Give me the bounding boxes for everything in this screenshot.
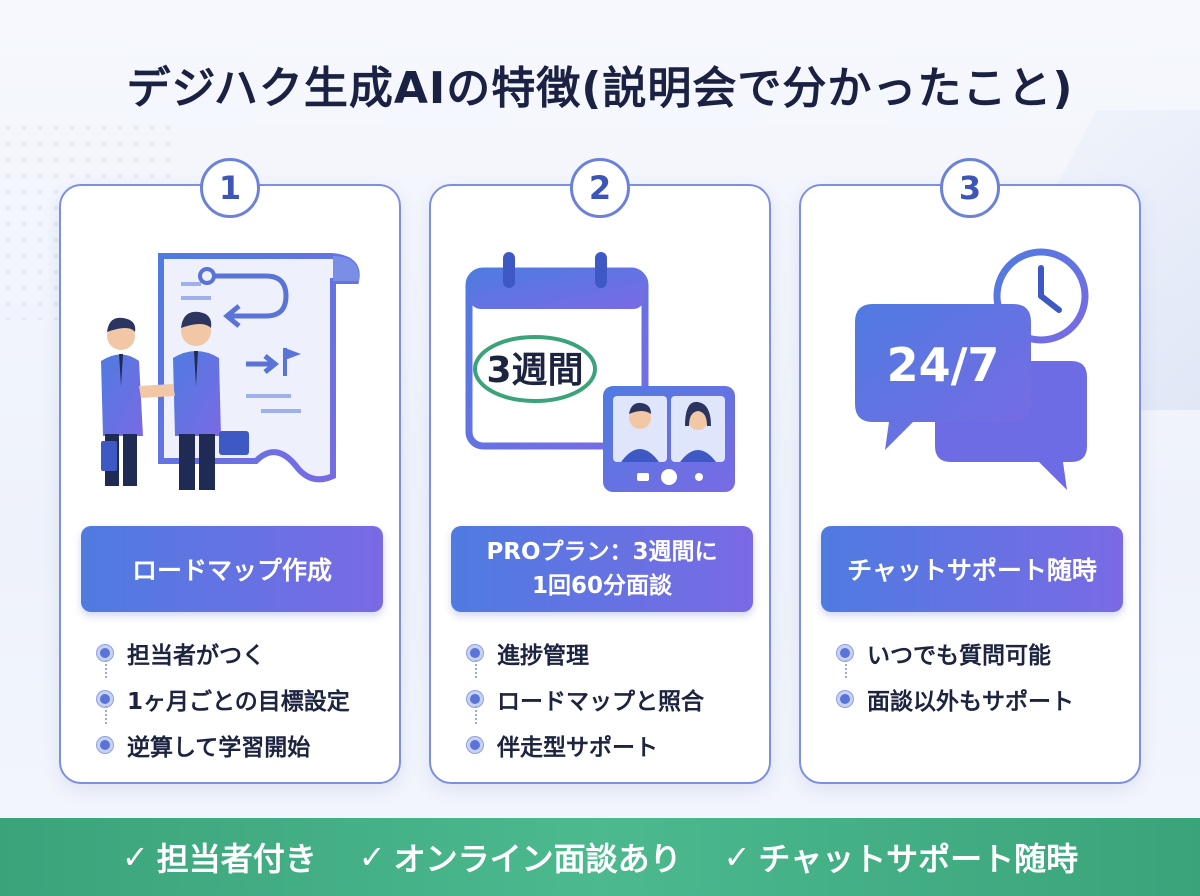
check-icon: ✓ [358,838,386,876]
chat-clock-icon: 24/7 [855,248,1089,490]
feature-label-text: チャットサポート随時 [847,556,1097,585]
illustration-text: 3週間 [486,350,583,391]
feature-card-roadmap: 1 [59,158,401,784]
calendar-video-call-icon: 3週間 [465,252,735,492]
footer-item: ✓ チャットサポート随時 [724,834,1079,880]
bullet-dot-icon [97,645,113,661]
bullet-dot-icon [97,737,113,753]
footer-item-text: 担当者付き [156,840,317,878]
feature-label: ロードマップ作成 [81,526,383,612]
bullet-dot-icon [837,691,853,707]
handshake-roadmap-icon [101,253,360,490]
bullet-text: いつでも質問可能 [867,643,1051,669]
footer-banner: ✓ 担当者付き ✓ オンライン面談あり ✓ チャットサポート随時 [0,818,1200,896]
bullet-text: 担当者がつく [127,643,265,669]
list-item: 面談以外もサポート [837,660,1074,722]
check-icon: ✓ [121,838,149,876]
list-item: 1ヶ月ごとの目標設定 [97,660,350,722]
feature-bullets: いつでも質問可能 面談以外もサポート [837,630,1074,722]
footer-item-text: チャットサポート随時 [758,840,1079,878]
footer-item: ✓ 担当者付き [122,834,317,880]
feature-label-text-line1: PROプラン：3週間に [486,539,718,565]
feature-label-text-line2: 1回60分面談 [531,573,672,599]
footer-item: ✓ オンライン面談あり [359,834,682,880]
feature-label: チャットサポート随時 [821,526,1123,612]
check-icon: ✓ [723,838,751,876]
list-item: 進捗管理 [467,630,704,676]
feature-label: PROプラン：3週間に 1回60分面談 [451,526,753,612]
bullet-text: 進捗管理 [497,643,589,669]
illustration-text: 24/7 [887,338,1000,392]
page-title: デジハク生成AIの特徴(説明会で分かったこと) [126,63,1074,114]
list-item: 伴走型サポート [467,706,704,768]
bullet-text: ロードマップと照合 [497,689,704,715]
footer-item-text: オンライン面談あり [393,840,682,878]
list-item: 担当者がつく [97,630,350,676]
feature-bullets: 進捗管理 ロードマップと照合 伴走型サポート [467,630,704,768]
bullet-dot-icon [467,737,483,753]
feature-card-chat-support: 3 24/7 チャットサポート随時 いつでも質問可能 面談以外もサポート [799,158,1141,784]
bullet-dot-icon [837,645,853,661]
bullet-dot-icon [467,691,483,707]
bullet-dot-icon [97,691,113,707]
list-item: ロードマップと照合 [467,660,704,722]
list-item: 逆算して学習開始 [97,706,350,768]
card-number: 2 [570,158,630,218]
bullet-text: 面談以外もサポート [867,689,1074,715]
card-number: 3 [940,158,1000,218]
bullet-text: 1ヶ月ごとの目標設定 [127,689,350,715]
bullet-text: 伴走型サポート [497,735,658,761]
feature-card-pro-plan: 2 3週間 PROプラン：3週間に 1回60分面談 進捗管理 ロードマップ [429,158,771,784]
list-item: いつでも質問可能 [837,630,1074,676]
feature-bullets: 担当者がつく 1ヶ月ごとの目標設定 逆算して学習開始 [97,630,350,768]
bullet-dot-icon [467,645,483,661]
bullet-text: 逆算して学習開始 [127,735,311,761]
feature-label-text: ロードマップ作成 [131,556,332,585]
card-number: 1 [200,158,260,218]
